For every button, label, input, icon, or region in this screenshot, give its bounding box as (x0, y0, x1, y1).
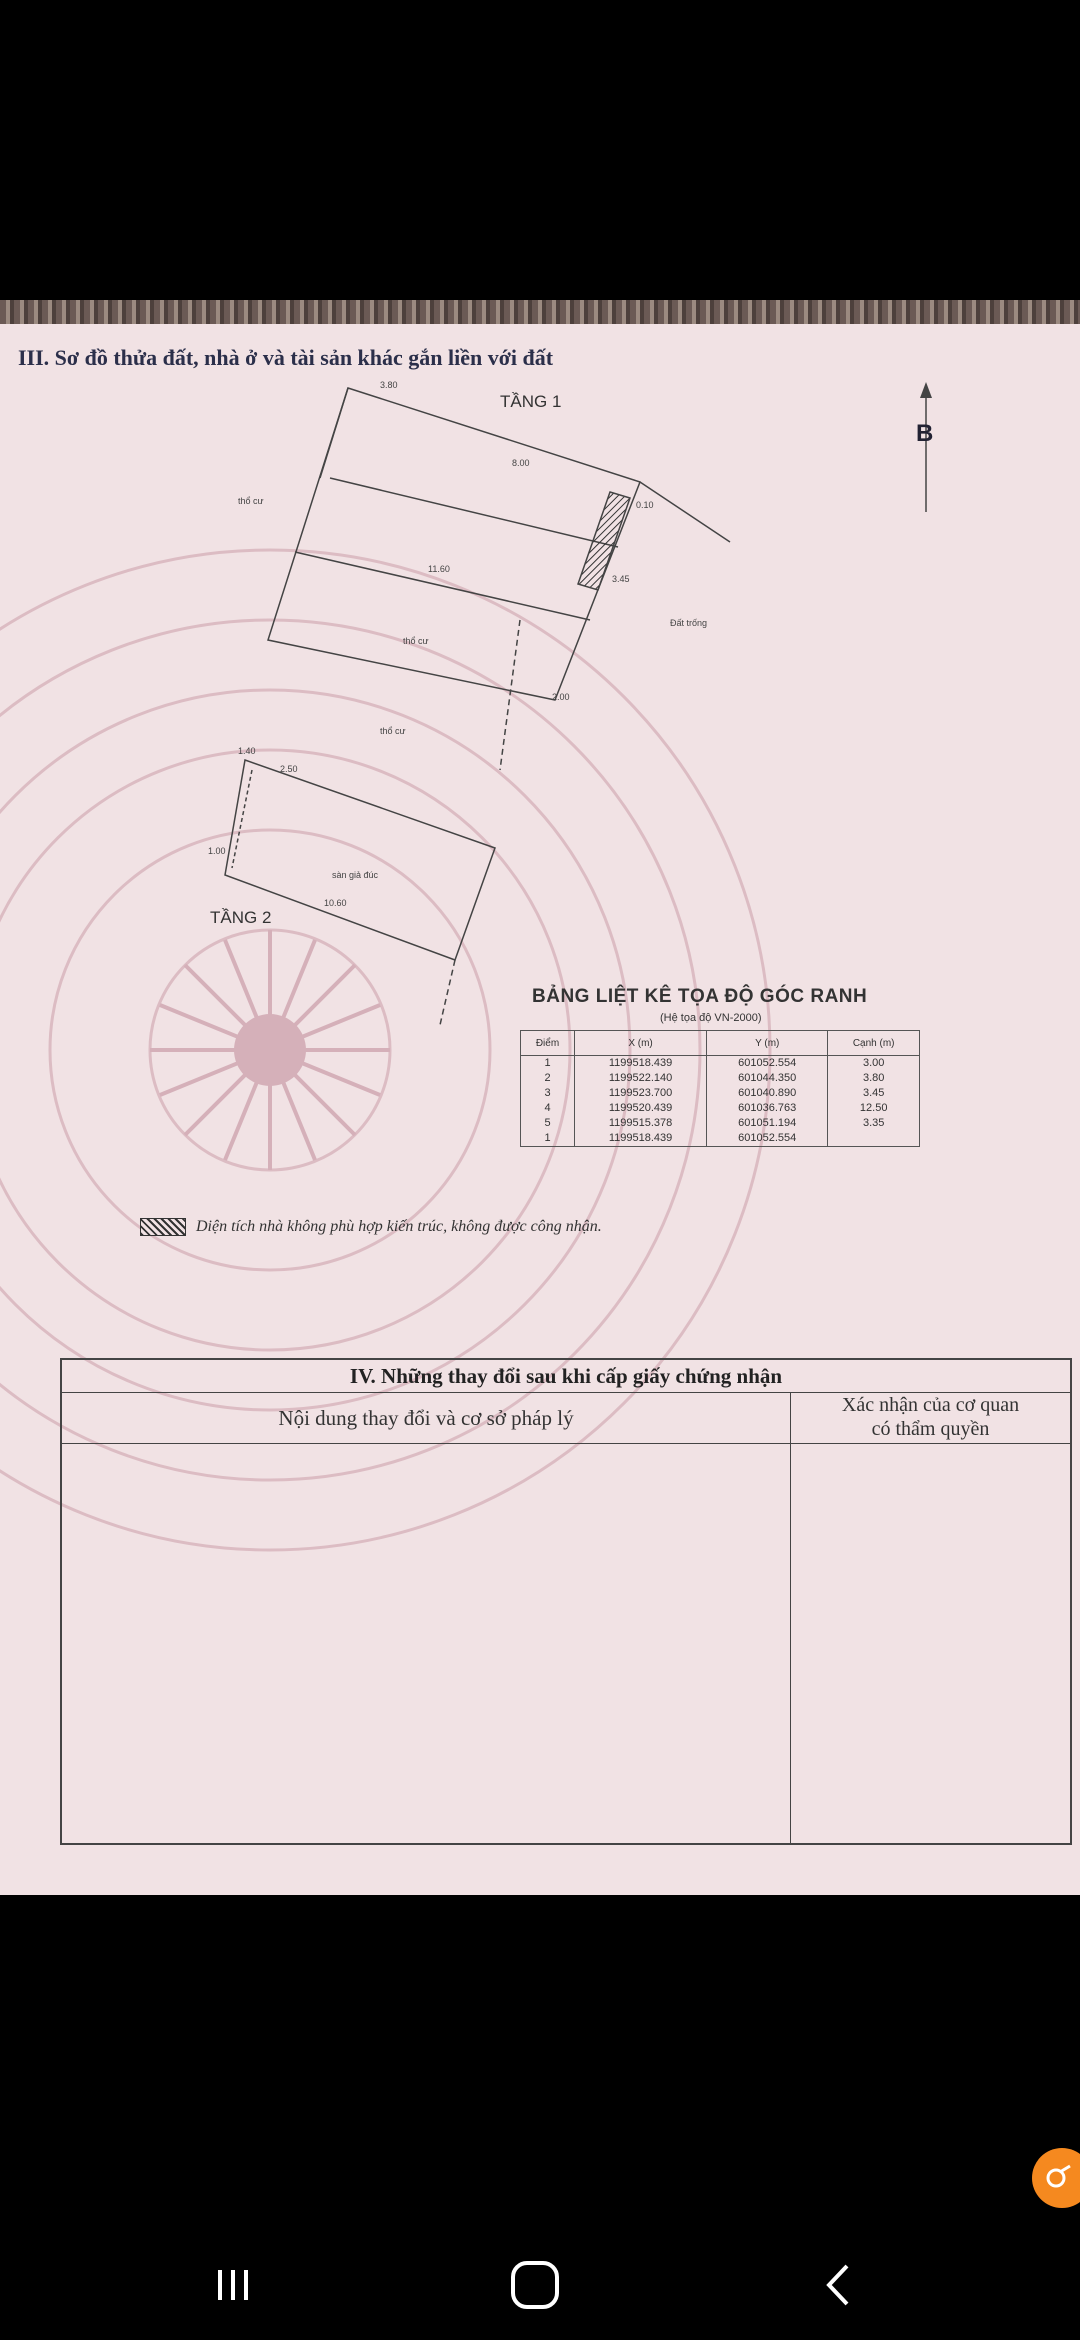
column-header: X (m) (574, 1030, 708, 1056)
column-header: Y (m) (706, 1030, 829, 1056)
table-cell: 1199522.140 (574, 1071, 708, 1086)
table-cell: 601036.763 (706, 1101, 829, 1116)
table-cell: 3.00 (827, 1055, 920, 1071)
table-row: 2 1199522.140 601044.350 3.80 (519, 1071, 920, 1086)
table-cell: 4 (519, 1101, 576, 1116)
table-row: 5 1199515.378 601051.194 3.35 (519, 1116, 920, 1131)
plan-dimension: 8.00 (512, 458, 530, 468)
section-4-table: IV. Những thay đổi sau khi cấp giấy chứn… (60, 1358, 1072, 1845)
hatch-pattern-icon (140, 1218, 186, 1236)
back-icon (826, 2264, 849, 2306)
plan-dimension: 0.10 (636, 500, 654, 510)
plan-label-tho-cu: thổ cư (380, 726, 406, 736)
changes-column-header: Nội dung thay đổi và cơ sở pháp lý (62, 1393, 791, 1444)
table-cell: 601052.554 (706, 1131, 829, 1147)
page-top-edge (0, 300, 1080, 324)
table-cell: 1199518.439 (574, 1131, 708, 1147)
table-cell: 601040.890 (706, 1086, 829, 1101)
certificate-page: III. Sơ đồ thửa đất, nhà ở và tài sản kh… (0, 300, 1080, 1895)
column-header: Điểm (519, 1030, 576, 1056)
table-cell: 1199518.439 (574, 1055, 708, 1071)
link-icon (1046, 2164, 1071, 2188)
table-cell: 5 (519, 1116, 576, 1131)
table-cell: 1199520.439 (574, 1101, 708, 1116)
table-cell: 601052.554 (706, 1055, 829, 1071)
table-cell: 601051.194 (706, 1116, 829, 1131)
table-cell: 3.45 (827, 1086, 920, 1101)
plan-dimension: 2.50 (280, 764, 298, 774)
table-cell: 1 (519, 1131, 576, 1147)
plan-dimension: 10.60 (324, 898, 347, 908)
floor-1-label: TẦNG 1 (500, 392, 562, 411)
plan-dimension: 3.80 (380, 380, 398, 390)
confirmation-header-line-2: có thẩm quyền (871, 1418, 990, 1440)
plan-label-road: Đất trống (670, 618, 708, 628)
table-row: 1 1199518.439 601052.554 3.00 (519, 1055, 920, 1071)
table-cell: 2 (519, 1071, 576, 1086)
land-plot-diagram (224, 382, 932, 1026)
table-row: 3 1199523.700 601040.890 3.45 (519, 1086, 920, 1101)
table-cell: 3.35 (827, 1116, 920, 1131)
table-cell (827, 1131, 920, 1147)
table-cell: 601044.350 (706, 1071, 829, 1086)
table-cell: 3 (519, 1086, 576, 1101)
column-divider (790, 1444, 791, 1843)
coordinates-table: Điểm X (m) Y (m) Cạnh (m) 1 1199518.439 … (519, 1030, 920, 1147)
floor-2-label: TẦNG 2 (210, 908, 272, 927)
coordinates-table-title: BẢNG LIỆT KÊ TỌA ĐỘ GÓC RANH (532, 986, 868, 1007)
confirmation-column-header: Xác nhận của cơ quan có thẩm quyền (791, 1393, 1070, 1444)
table-cell: 3.80 (827, 1071, 920, 1086)
android-navigation-bar (0, 2220, 1080, 2340)
section-3-title: III. Sơ đồ thửa đất, nhà ở và tài sản kh… (18, 345, 554, 370)
table-row: 4 1199520.439 601036.763 12.50 (519, 1101, 920, 1116)
floating-action-button[interactable] (1032, 2148, 1080, 2208)
table-row: 1 1199518.439 601052.554 (519, 1131, 920, 1147)
table-cell: 1199515.378 (574, 1116, 708, 1131)
north-label: B (916, 420, 934, 447)
recent-apps-icon (218, 2270, 248, 2300)
table-cell: 1199523.700 (574, 1086, 708, 1101)
home-button[interactable] (485, 2250, 585, 2320)
table-cell: 12.50 (827, 1101, 920, 1116)
coordinates-table-subtitle: (Hệ tọa độ VN-2000) (660, 1012, 762, 1024)
plan-label-san-gia-duc: sàn giả đúc (332, 870, 379, 880)
back-button[interactable] (788, 2250, 888, 2320)
legend: Diện tích nhà không phù hợp kiến trúc, k… (140, 1218, 602, 1236)
plan-dimension: 2.00 (552, 692, 570, 702)
plan-label-tho-cu: thổ cư (238, 496, 264, 506)
home-icon (511, 2261, 559, 2309)
confirmation-header-line-1: Xác nhận của cơ quan (841, 1394, 1020, 1416)
plan-dimension: 1.40 (238, 746, 256, 756)
plan-dimension: 1.00 (208, 846, 226, 856)
table-cell: 1 (519, 1055, 576, 1071)
column-header: Cạnh (m) (827, 1030, 920, 1056)
plan-dimension: 3.45 (612, 574, 630, 584)
legend-text: Diện tích nhà không phù hợp kiến trúc, k… (196, 1218, 602, 1235)
recent-apps-button[interactable] (183, 2250, 283, 2320)
plan-dimension: 11.60 (428, 564, 450, 574)
plan-label-tho-cu: thổ cư (403, 636, 429, 646)
section-4-title: IV. Những thay đổi sau khi cấp giấy chứn… (62, 1360, 1070, 1393)
